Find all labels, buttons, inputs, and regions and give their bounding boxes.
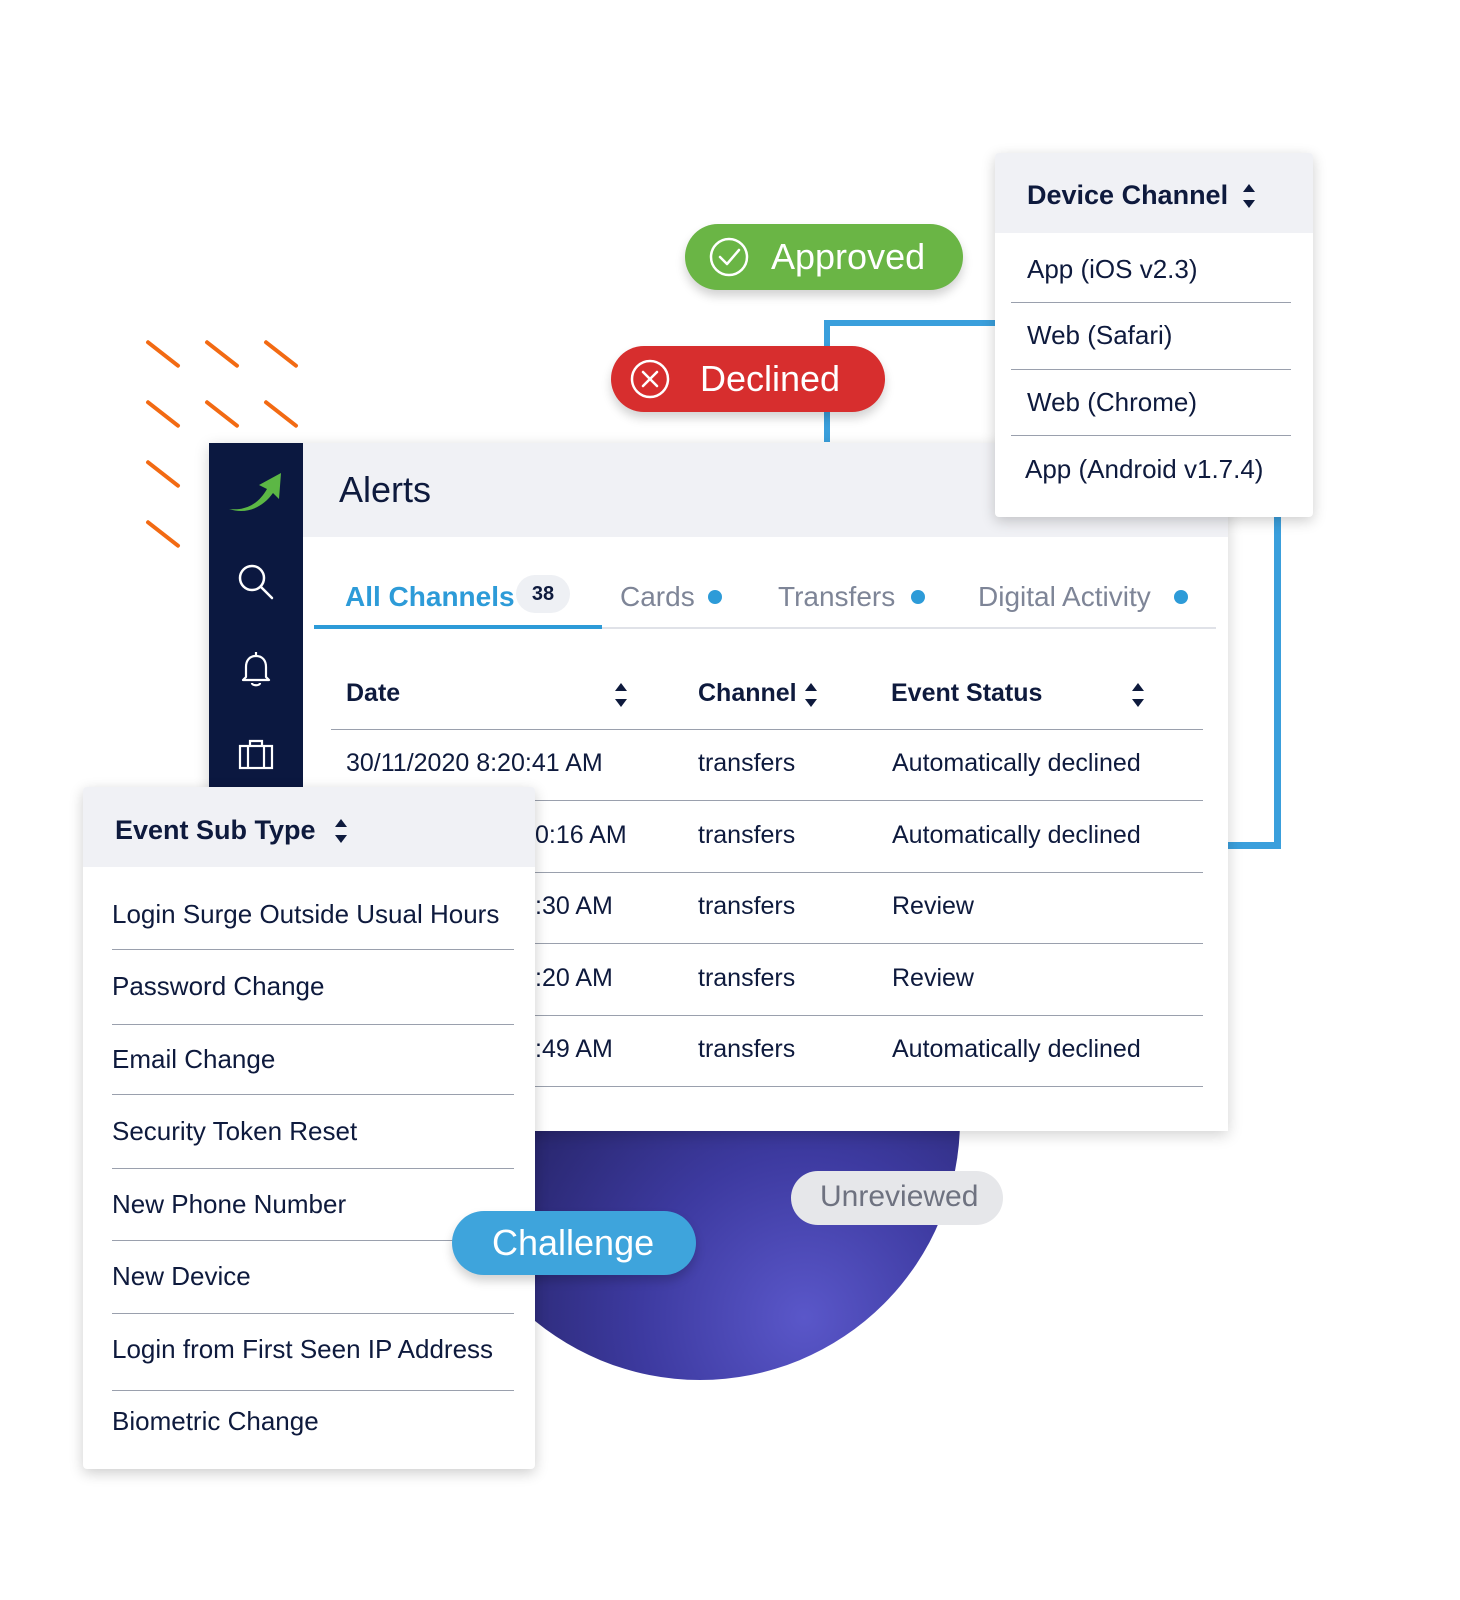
column-header-event-status[interactable]: Event Status [891,679,1043,707]
challenge-label: Challenge [492,1222,655,1263]
tab-label: All Channels [345,581,515,612]
unreviewed-label: Unreviewed [820,1180,979,1213]
tab-label: Digital Activity [978,581,1151,612]
sort-icon[interactable] [333,817,349,845]
status-cell: Review [892,892,974,920]
status-cell: Automatically declined [892,1035,1141,1063]
x-circle-icon [630,359,670,399]
dropdown-option[interactable]: Email Change [112,1044,276,1074]
dropdown-title: Device Channel [1027,180,1229,210]
dropdown-option[interactable]: App (Android v1.7.4) [1025,454,1264,484]
event-sub-type-dropdown: Event Sub Type Login Surge Outside Usual… [83,787,535,1469]
row-divider [331,1015,1203,1016]
declined-badge: Declined [611,346,885,412]
briefcase-icon[interactable] [237,736,275,774]
status-cell: Review [892,964,974,992]
tab-indicator-dot [1174,590,1188,604]
tab-transfers[interactable]: Transfers [778,581,895,613]
search-icon[interactable] [237,563,275,601]
approved-badge: Approved [685,224,963,290]
dropdown-header[interactable] [995,153,1313,233]
channel-cell: transfers [698,749,796,777]
dropdown-option[interactable]: New Phone Number [112,1189,347,1219]
row-divider [331,800,1203,801]
dropdown-option[interactable]: App (iOS v2.3) [1027,254,1198,284]
row-divider [331,729,1203,730]
option-divider [112,949,514,950]
dropdown-option[interactable]: New Device [112,1261,251,1291]
tab-indicator-dot [911,590,925,604]
tab-cards[interactable]: Cards [620,581,695,613]
row-divider [331,1086,1203,1087]
tab-all-channels[interactable]: All Channels [345,581,515,613]
active-tab-underline [314,625,602,629]
approved-label: Approved [771,236,926,277]
option-divider [1011,302,1291,303]
channel-cell: transfers [698,1035,796,1063]
row-divider [331,943,1203,944]
date-cell: 30/11/2020 8:20:41 AM [346,749,603,777]
declined-label: Declined [700,358,841,399]
tab-label: Transfers [778,581,896,612]
channel-cell: transfers [698,821,796,849]
unreviewed-badge: Unreviewed [791,1171,1003,1225]
option-divider [1011,369,1291,370]
sort-icon[interactable] [1130,681,1146,709]
option-divider [112,1390,514,1391]
status-cell: Automatically declined [892,749,1141,777]
logo-arrow-icon[interactable] [225,469,285,519]
date-cell: 0:16 AM [535,821,627,849]
tab-label: Cards [620,581,695,612]
status-cell: Automatically declined [892,821,1141,849]
dropdown-option[interactable]: Web (Chrome) [1027,387,1198,417]
date-cell: :20 AM [535,964,613,992]
bell-icon[interactable] [237,650,275,688]
check-circle-icon [709,237,749,277]
challenge-badge: Challenge [452,1211,696,1275]
option-divider [112,1168,514,1169]
date-cell: :30 AM [535,892,613,920]
tab-indicator-dot [708,590,722,604]
page-title: Alerts [339,469,432,510]
sort-icon[interactable] [1241,182,1257,210]
sort-icon[interactable] [613,681,629,709]
option-divider [1011,435,1291,436]
option-divider [112,1094,514,1095]
option-divider [112,1313,514,1314]
device-channel-dropdown: Device Channel App (iOS v2.3) Web (Safar… [995,153,1313,517]
column-header-date[interactable]: Date [346,679,401,707]
dropdown-title: Event Sub Type [115,815,316,845]
date-cell: :49 AM [535,1035,613,1063]
count-badge: 38 [516,575,570,613]
sort-icon[interactable] [803,681,819,709]
channel-cell: transfers [698,964,796,992]
sidebar [209,443,303,803]
dropdown-option[interactable]: Login Surge Outside Usual Hours [112,899,500,929]
tab-bar: All Channels 38 Cards Transfers Digital … [314,573,1216,629]
dropdown-option[interactable]: Web (Safari) [1027,320,1173,350]
channel-cell: transfers [698,892,796,920]
option-divider [112,1024,514,1025]
tab-digital-activity[interactable]: Digital Activity [978,581,1151,613]
dropdown-option[interactable]: Login from First Seen IP Address [112,1334,494,1364]
option-divider [112,1240,514,1241]
row-divider [331,872,1203,873]
dropdown-option[interactable]: Biometric Change [112,1406,319,1436]
dropdown-option[interactable]: Security Token Reset [112,1116,358,1146]
dropdown-option[interactable]: Password Change [112,971,325,1001]
dropdown-header[interactable] [83,787,535,867]
column-header-channel[interactable]: Channel [698,679,797,707]
